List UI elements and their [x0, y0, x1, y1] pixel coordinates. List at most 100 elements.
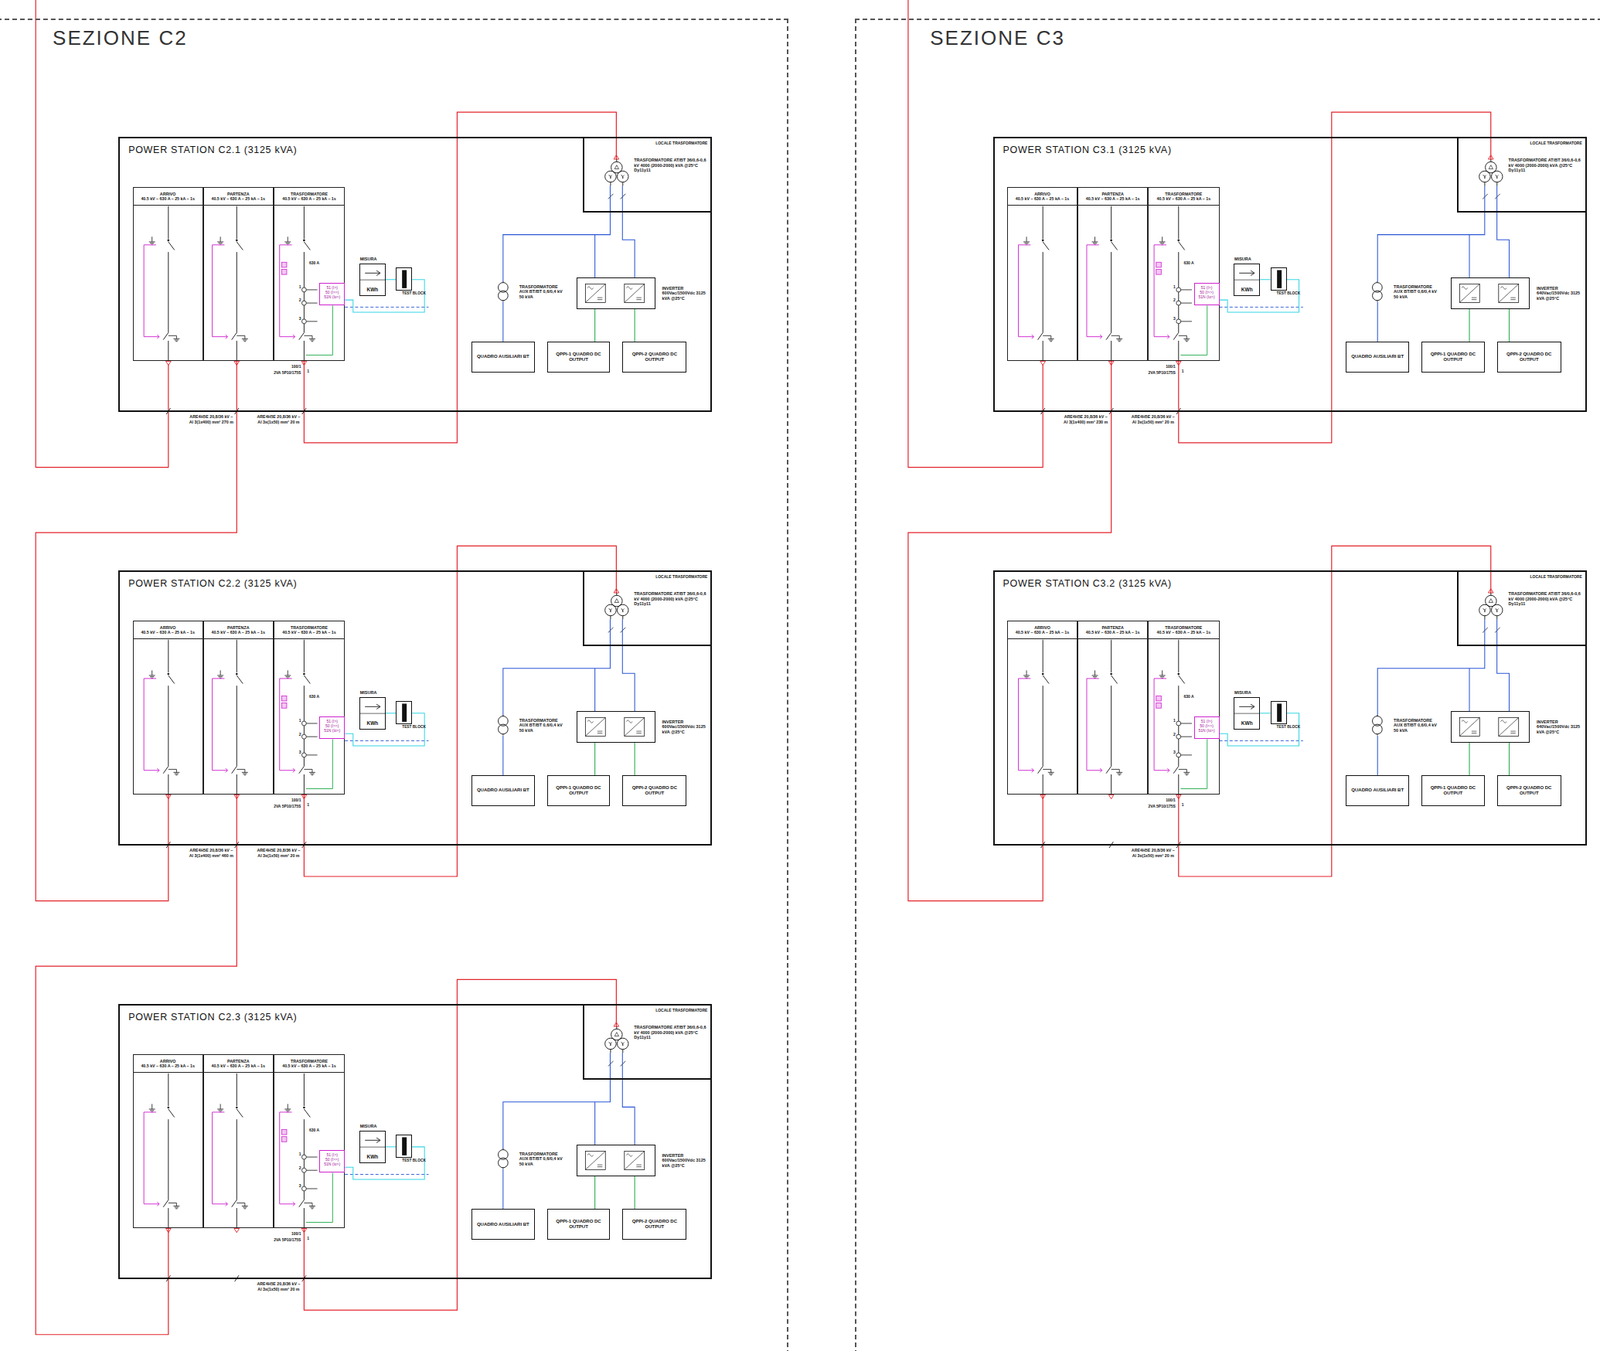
test-terminal-bar	[401, 1137, 407, 1155]
test-block-label: TEST BLOCK	[401, 1158, 426, 1164]
cable-terminal	[166, 360, 172, 365]
switchgear-cell: TRASFORMATORE40.5 kV – 630 A – 25 kA – 1…	[1147, 620, 1219, 796]
cell-label: 40.5 kV – 630 A – 25 kA – 1s	[1007, 196, 1077, 206]
terminal-number: 1	[299, 718, 302, 723]
inverter-diagonal	[585, 718, 606, 737]
mv-cable	[1178, 545, 1492, 877]
current-transformer	[302, 319, 307, 324]
busbar-drop	[1177, 640, 1179, 673]
current-transformer	[302, 1186, 307, 1192]
lv-panel-box: QUADRO AUSILIARI BT	[1345, 775, 1410, 807]
ct-rating: 100/1	[1165, 364, 1176, 369]
aux-transformer-symbol: TRASFORMATORE AUX BT/BT 0,6/0,4 kV 50 kV…	[1368, 714, 1387, 736]
disconnector-blade	[236, 1109, 243, 1118]
busbar-drop	[167, 1073, 169, 1107]
transformer-lead	[616, 159, 617, 162]
switchgear-cell: PARTENZA40.5 kV – 630 A – 25 kA – 1s	[203, 620, 274, 796]
dc-panel-box: QPPI-1 QUADRO DC OUTPUT	[547, 1208, 611, 1240]
energy-arrow	[1250, 270, 1255, 276]
interlock-arrow	[156, 1201, 160, 1206]
lv-connection	[502, 1169, 504, 1210]
earth-symbol	[1092, 674, 1099, 676]
cable-spec: ARE4H5E 20,8/36 kV – Al 3x(1x50) mm² 20 …	[1130, 414, 1176, 425]
relay-function: 50 (I>>)	[1194, 289, 1219, 295]
winding-circle	[604, 1038, 617, 1050]
transformer-lead	[609, 182, 611, 187]
mv-cable	[1178, 112, 1492, 443]
energy-meter-box: MISURAKWh	[359, 697, 386, 730]
earth-symbol	[285, 1109, 290, 1111]
interlock-line	[1154, 245, 1170, 338]
dc-mark	[1511, 299, 1516, 300]
dc-connection	[1468, 309, 1470, 342]
panel-label: QUADRO AUSILIARI BT	[476, 1222, 530, 1228]
switchgear-wiring	[1018, 588, 1501, 848]
ct-rating: 2VA 5P10/175S	[273, 370, 301, 375]
interlock-line	[1018, 678, 1035, 771]
dc-mark	[597, 299, 603, 300]
transformer-rating: TRASFORMATORE AT/BT 36/0,6-0,6 kV 4000 (…	[633, 157, 707, 174]
energy-arrow	[364, 1140, 380, 1141]
earth-symbol	[1024, 676, 1029, 678]
cell-conductor	[236, 340, 238, 361]
busbar-drop	[1177, 206, 1179, 239]
meter-label: KWh	[1234, 720, 1260, 727]
cable-mark	[1494, 627, 1501, 634]
disconnector-blade	[1111, 675, 1118, 685]
transformer-lead	[502, 734, 504, 736]
ac-mark	[626, 720, 633, 724]
transformer-rating: TRASFORMATORE AT/BT 36/0,6-0,6 kV 4000 (…	[633, 591, 707, 607]
aux-transformer-drawing	[1368, 714, 1387, 736]
earth-symbol	[1185, 340, 1189, 342]
interlock-arrow	[1167, 768, 1170, 773]
ac-mark	[1461, 720, 1468, 724]
panel-label: QPPI-2 QUADRO DC OUTPUT	[626, 1218, 682, 1230]
signal-wire	[1219, 740, 1304, 742]
dc-mark	[1471, 297, 1477, 299]
relay-function: 51N (Io>)	[320, 728, 344, 733]
room-label: LOCALE TRASFORMATORE	[1530, 574, 1583, 579]
terminal-number: 1	[306, 1235, 310, 1241]
star-mark	[1495, 608, 1499, 613]
protection-relay: 51 (I>)50 (I>>)51N (Io>)	[1194, 282, 1220, 306]
transformer-lead	[1496, 616, 1498, 620]
meter-label: KWh	[360, 286, 385, 293]
mv-cable	[908, 360, 1112, 901]
dc-mark	[636, 297, 641, 299]
star-mark	[1483, 608, 1487, 613]
meter-label: MISURA	[360, 256, 378, 263]
cell-conductor	[1110, 340, 1112, 361]
measure-wire	[385, 1146, 396, 1148]
switchgear-cell: ARRIVO40.5 kV – 630 A – 25 kA – 1s	[132, 1054, 204, 1229]
inverter-rating: INVERTER 600Vac/1500Vdc 3125 kVA @25°C	[662, 1153, 709, 1169]
earthing-switch-blade	[163, 1200, 169, 1208]
contact-dot	[235, 239, 239, 242]
relay-function: 51 (I>)	[1194, 718, 1219, 724]
cable-mark	[620, 627, 627, 634]
terminal-number: 1	[1173, 284, 1176, 290]
fuse-symbol	[1156, 703, 1162, 709]
contact-dot	[1177, 673, 1180, 676]
lv-panel-box: QUADRO AUSILIARI BT	[471, 1208, 535, 1240]
relay-function: 51N (Io>)	[320, 1161, 344, 1167]
inverter-drawing	[1451, 278, 1529, 309]
contact-dot	[1041, 239, 1045, 242]
switchgear-cell: ARRIVO40.5 kV – 630 A – 25 kA – 1s	[1007, 187, 1078, 362]
inverter-drawing	[577, 1145, 655, 1176]
delta-mark	[1488, 599, 1493, 603]
earth-lead	[1111, 769, 1120, 773]
earth-symbol	[311, 340, 314, 342]
cell-label: PARTENZA	[204, 621, 273, 630]
earth-symbol	[149, 674, 156, 676]
cell-label: TRASFORMATORE	[274, 621, 344, 630]
inverter-diagonal	[585, 1151, 606, 1171]
disconnector-blade	[1178, 241, 1185, 251]
dc-panel-box: QPPI-2 QUADRO DC OUTPUT	[622, 775, 687, 807]
current-rating: 630 A	[309, 1127, 320, 1133]
ct-lead	[306, 1170, 317, 1172]
cell-conductor	[1042, 774, 1044, 795]
cell-conductor	[236, 251, 238, 333]
energy-arrow	[1250, 704, 1255, 709]
disconnector-blade	[303, 1109, 310, 1118]
station-title: POWER STATION C3.2 (3125 kVA)	[1003, 578, 1172, 590]
